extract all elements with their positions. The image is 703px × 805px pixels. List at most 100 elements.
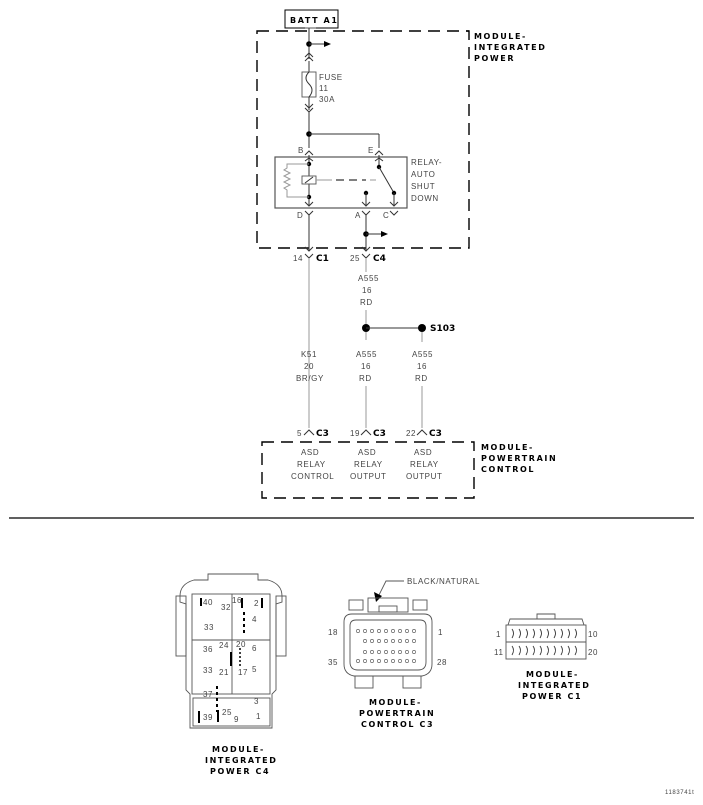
svg-text:RELAY-: RELAY- — [411, 158, 442, 167]
svg-text:K51: K51 — [301, 350, 317, 359]
svg-text:1: 1 — [438, 628, 443, 637]
wire-label-a555-mid: A555 16 RD — [356, 350, 377, 383]
connector-c3-pin19: 19 C3 — [350, 429, 386, 439]
svg-text:5: 5 — [252, 665, 257, 674]
svg-text:SHUT: SHUT — [411, 182, 435, 191]
svg-text:9: 9 — [234, 715, 239, 724]
svg-text:24: 24 — [219, 641, 229, 650]
arrow-right-icon — [381, 231, 388, 237]
pcm-pin5-function: ASD RELAY CONTROL — [291, 448, 334, 481]
svg-text:BR/GY: BR/GY — [296, 374, 324, 383]
svg-text:POWER C1: POWER C1 — [522, 692, 582, 701]
svg-text:INTEGRATED: INTEGRATED — [205, 756, 277, 765]
battery-label: BATT A1 — [290, 16, 339, 25]
svg-text:CONTROL: CONTROL — [481, 465, 535, 474]
svg-text:3: 3 — [254, 697, 259, 706]
relay-terminal-e: E — [368, 146, 374, 155]
svg-text:INTEGRATED: INTEGRATED — [518, 681, 590, 690]
svg-text:MODULE-: MODULE- — [369, 698, 422, 707]
svg-text:16: 16 — [362, 286, 372, 295]
svg-text:28: 28 — [437, 658, 447, 667]
relay-terminal-b: B — [298, 146, 304, 155]
svg-text:POWER: POWER — [474, 54, 515, 63]
svg-text:MODULE-: MODULE- — [481, 443, 534, 452]
svg-text:20: 20 — [236, 640, 246, 649]
svg-text:32: 32 — [221, 603, 231, 612]
svg-text:40: 40 — [203, 598, 213, 607]
wire-label-a555-right: A555 16 RD — [412, 350, 433, 383]
svg-text:14: 14 — [293, 254, 303, 263]
connector-c1-pin14: 14 C1 — [293, 253, 329, 264]
svg-text:22: 22 — [406, 429, 416, 438]
svg-text:4: 4 — [252, 615, 257, 624]
integrated-power-module-label: MODULE- INTEGRATED POWER — [474, 32, 546, 63]
svg-text:16: 16 — [232, 596, 242, 605]
svg-text:ASD: ASD — [358, 448, 376, 457]
wire-label-a555-upper: A555 16 RD — [358, 274, 379, 307]
svg-text:MODULE-: MODULE- — [474, 32, 527, 41]
fuse-11: FUSE 11 30A — [301, 71, 342, 104]
svg-text:11: 11 — [319, 84, 329, 93]
svg-text:A555: A555 — [412, 350, 433, 359]
svg-text:A555: A555 — [356, 350, 377, 359]
figure-reference: 1183741t — [665, 790, 694, 796]
svg-text:20: 20 — [304, 362, 314, 371]
svg-text:C4: C4 — [373, 254, 386, 264]
connector-view-pcm-c3-label: MODULE- POWERTRAIN CONTROL C3 — [359, 698, 435, 729]
svg-text:POWER C4: POWER C4 — [210, 767, 270, 776]
connector-c3-pin22: 22 C3 — [406, 429, 442, 439]
svg-text:POWERTRAIN: POWERTRAIN — [359, 709, 435, 718]
svg-text:25: 25 — [222, 708, 232, 717]
relay-terminal-d: D — [297, 211, 303, 220]
svg-text:C3: C3 — [373, 429, 386, 439]
svg-text:RELAY: RELAY — [297, 460, 326, 469]
svg-text:37: 37 — [203, 690, 213, 699]
svg-text:RD: RD — [360, 298, 373, 307]
svg-text:10: 10 — [588, 630, 598, 639]
svg-text:16: 16 — [361, 362, 371, 371]
relay-terminal-c: C — [383, 211, 389, 220]
svg-text:A555: A555 — [358, 274, 379, 283]
svg-text:RELAY: RELAY — [354, 460, 383, 469]
svg-text:25: 25 — [350, 254, 360, 263]
connector-view-ipm-c1-label: MODULE- INTEGRATED POWER C1 — [518, 670, 590, 701]
svg-text:36: 36 — [203, 645, 213, 654]
svg-text:RELAY: RELAY — [410, 460, 439, 469]
svg-text:CONTROL C3: CONTROL C3 — [361, 720, 434, 729]
svg-text:30A: 30A — [319, 95, 335, 104]
integrated-power-module-boundary — [256, 30, 470, 249]
connector-c3-pin5: 5 C3 — [297, 429, 329, 439]
svg-text:18: 18 — [328, 628, 338, 637]
svg-text:2: 2 — [254, 599, 259, 608]
asd-relay: RELAY- AUTO SHUT DOWN — [274, 155, 442, 209]
svg-text:33: 33 — [204, 623, 214, 632]
svg-text:21: 21 — [219, 668, 229, 677]
svg-text:6: 6 — [252, 644, 257, 653]
connector-view-pcm-c3: BLACK/NATURAL 18 1 35 28 — [328, 577, 479, 689]
svg-text:33: 33 — [203, 666, 213, 675]
pcm-pin22-function: ASD RELAY OUTPUT — [406, 448, 442, 481]
relay-terminal-a: A — [355, 211, 361, 220]
svg-text:C1: C1 — [316, 254, 329, 264]
svg-text:MODULE-: MODULE- — [212, 745, 265, 754]
powertrain-control-module-label: MODULE- POWERTRAIN CONTROL — [481, 443, 556, 474]
svg-text:16: 16 — [417, 362, 427, 371]
svg-text:20: 20 — [588, 648, 598, 657]
svg-text:MODULE-: MODULE- — [526, 670, 579, 679]
connector-view-ipm-c1: 1 10 11 20 — [494, 613, 598, 660]
arrow-right-icon — [324, 41, 331, 47]
svg-text:19: 19 — [350, 429, 360, 438]
wire-label-k51: K51 20 BR/GY — [296, 350, 324, 383]
svg-text:11: 11 — [494, 648, 504, 657]
svg-text:ASD: ASD — [301, 448, 319, 457]
svg-text:ASD: ASD — [414, 448, 432, 457]
svg-text:17: 17 — [238, 668, 248, 677]
svg-text:RD: RD — [359, 374, 372, 383]
svg-text:INTEGRATED: INTEGRATED — [474, 43, 546, 52]
splice-s103-dot — [418, 324, 426, 332]
svg-text:RD: RD — [415, 374, 428, 383]
powertrain-control-module-boundary — [261, 441, 475, 499]
svg-text:OUTPUT: OUTPUT — [350, 472, 387, 481]
pin-row — [356, 629, 416, 663]
